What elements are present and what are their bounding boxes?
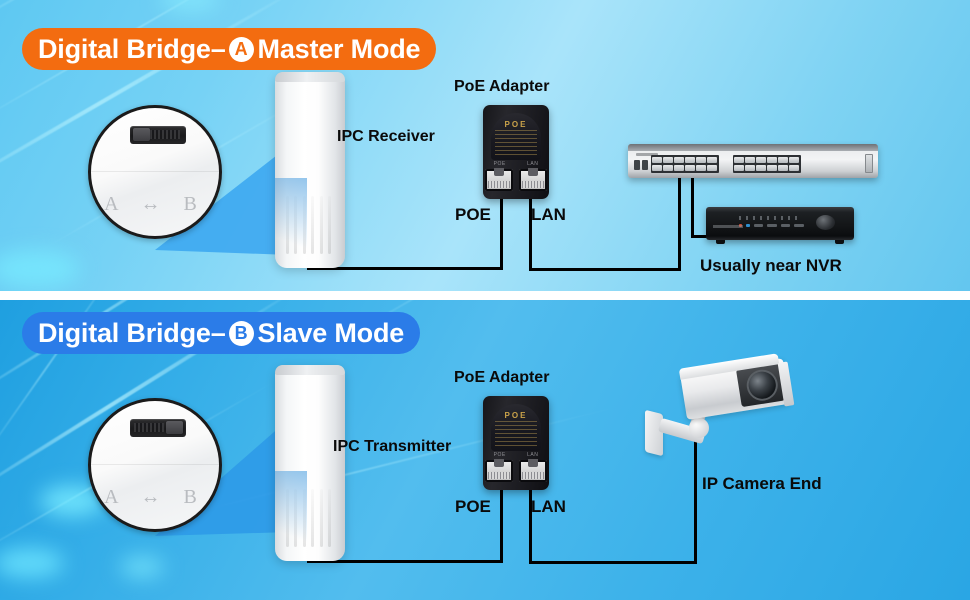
badge-letter-a: A — [228, 36, 254, 62]
label-port-poe-master: POE — [455, 205, 491, 224]
rj45-lan-port-master — [519, 168, 547, 192]
panel-divider — [0, 291, 970, 300]
rj45-lan-port-slave — [519, 459, 547, 483]
cable-lan-port-riser — [529, 196, 532, 271]
title-banner-slave: Digital Bridge– B Slave Mode — [22, 312, 421, 354]
cable-switch-riser-lan — [678, 174, 681, 271]
poe-port-label-poe-master: POE — [493, 161, 506, 168]
poe-adapter-master: POE POE LAN — [483, 105, 549, 199]
switch-ab-label-slave: A ↔ B — [104, 486, 206, 508]
label-port-lan-master: LAN — [531, 205, 566, 224]
banner-prefix-slave: Digital Bridge– — [38, 317, 226, 348]
cable-camera-riser — [694, 424, 697, 564]
magnifier-circle-master: A ↔ B — [88, 105, 222, 239]
title-banner-master: Digital Bridge– A Master Mode — [22, 28, 437, 70]
mode-switch-master[interactable] — [130, 126, 186, 144]
label-cpe-transmitter: IPC Transmitter — [333, 438, 452, 455]
banner-suffix-master: Master Mode — [257, 33, 421, 64]
panel-slave-mode: Digital Bridge– B Slave Mode A ↔ B — [0, 300, 970, 600]
rj45-poe-port-slave — [485, 459, 513, 483]
network-switch — [628, 144, 878, 178]
label-port-lan-slave: LAN — [531, 497, 566, 516]
cpe-device-transmitter — [275, 365, 345, 561]
label-endpoint-nvr: Usually near NVR — [700, 256, 842, 275]
label-poe-adapter-slave: PoE Adapter — [454, 369, 550, 386]
cable-cpe-to-poe-horizontal — [307, 267, 503, 270]
banner-prefix-master: Digital Bridge– — [38, 33, 226, 64]
mode-switch-slave[interactable] — [130, 419, 186, 437]
label-poe-adapter-master: PoE Adapter — [454, 78, 550, 95]
ip-camera — [645, 353, 815, 470]
cable-lan-port-riser-slave — [529, 487, 532, 564]
cable-switch-riser-nvr — [691, 174, 694, 238]
nvr-device — [706, 207, 854, 244]
cpe-device-receiver — [275, 72, 345, 268]
label-cpe-receiver: IPC Receiver — [337, 128, 435, 145]
cable-switch-to-nvr — [691, 235, 719, 238]
label-endpoint-camera: IP Camera End — [702, 474, 822, 493]
cable-lan-to-camera-horizontal — [529, 561, 697, 564]
cable-cpe-to-poe-horizontal-slave — [307, 560, 503, 563]
cable-poe-port-riser-slave — [500, 487, 503, 563]
rj45-poe-port-master — [485, 168, 513, 192]
magnifier-circle-slave: A ↔ B — [88, 398, 222, 532]
poe-adapter-slave: POE POE LAN — [483, 396, 549, 490]
label-port-poe-slave: POE — [455, 497, 491, 516]
poe-port-label-poe-slave: POE — [493, 452, 506, 459]
poe-brand-text-master: POE — [504, 120, 528, 130]
poe-brand-text-slave: POE — [504, 411, 528, 421]
cable-poe-port-riser — [500, 196, 503, 270]
poe-port-label-lan-slave: LAN — [527, 452, 539, 459]
cable-lan-to-switch-horizontal — [529, 268, 681, 271]
panel-master-mode: Digital Bridge– A Master Mode A ↔ B — [0, 0, 970, 291]
poe-port-label-lan-master: LAN — [527, 161, 539, 168]
banner-suffix-slave: Slave Mode — [257, 317, 405, 348]
badge-letter-b: B — [228, 320, 254, 346]
switch-ab-label-master: A ↔ B — [104, 193, 206, 215]
